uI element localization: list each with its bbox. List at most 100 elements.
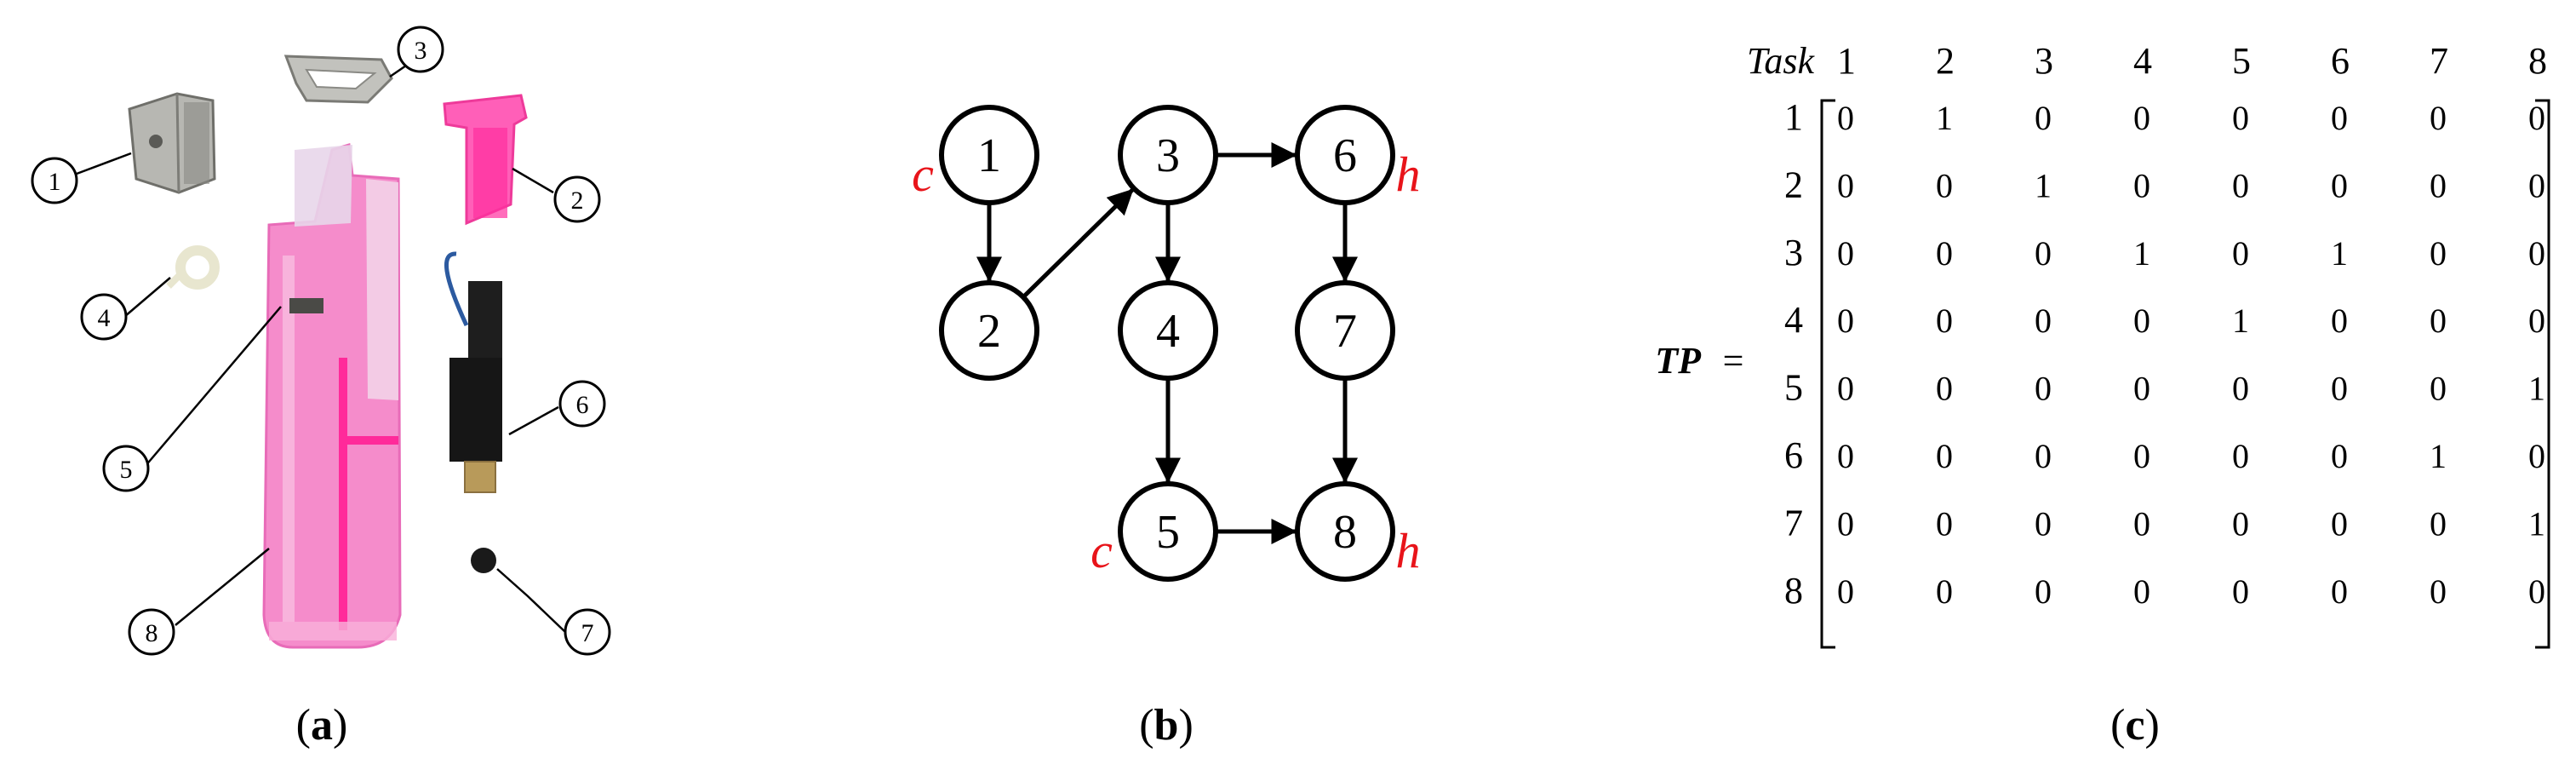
callout-5: 5 xyxy=(102,445,150,492)
matrix-cell-r8-c3: 0 xyxy=(2035,572,2052,611)
matrix-cell-r7-c7: 0 xyxy=(2430,504,2447,543)
node-5: 5 xyxy=(1118,481,1218,582)
row-header-2: 2 xyxy=(1784,164,1803,205)
matrix-cell-r3-c6: 1 xyxy=(2331,234,2348,273)
matrix-cell-r1-c1: 0 xyxy=(1837,99,1854,137)
matrix-cell-r5-c1: 0 xyxy=(1837,370,1854,408)
node-mark-5: c xyxy=(1091,523,1113,578)
part-wind-guard-image xyxy=(128,92,216,194)
matrix-cell-r6-c4: 0 xyxy=(2133,437,2150,475)
matrix-cell-r5-c6: 0 xyxy=(2331,370,2348,408)
matrix-cell-r3-c1: 0 xyxy=(1837,234,1854,273)
callout-label: 5 xyxy=(120,456,133,484)
part-ring-washer-image xyxy=(166,245,220,290)
edge-2-3 xyxy=(1022,187,1135,299)
column-header-6: 6 xyxy=(2331,40,2350,82)
node-label: 2 xyxy=(977,305,1001,358)
matrix-cell-r4-c7: 0 xyxy=(2430,302,2447,340)
callout-label: 2 xyxy=(571,187,584,215)
column-header-3: 3 xyxy=(2035,40,2053,82)
matrix-cell-r2-c7: 0 xyxy=(2430,166,2447,204)
matrix-left-bracket xyxy=(1820,99,1835,649)
callout-8: 8 xyxy=(128,608,175,656)
matrix-cell-r3-c8: 0 xyxy=(2528,234,2545,273)
matrix-cell-r5-c4: 0 xyxy=(2133,370,2150,408)
node-label: 3 xyxy=(1156,129,1180,182)
matrix-cell-r1-c5: 0 xyxy=(2232,99,2249,137)
matrix-name: TP xyxy=(1655,340,1702,382)
matrix-equals: = xyxy=(1723,340,1744,382)
callout-label: 6 xyxy=(576,391,589,419)
matrix-cell-r7-c8: 1 xyxy=(2528,504,2545,543)
node-4: 4 xyxy=(1118,280,1218,381)
callout-leaders xyxy=(76,53,566,633)
matrix-cell-r5-c3: 0 xyxy=(2035,370,2052,408)
matrix-cell-r2-c5: 0 xyxy=(2232,166,2249,204)
node-1: 1 xyxy=(939,105,1039,205)
node-label: 5 xyxy=(1156,506,1180,559)
matrix-cell-r4-c5: 1 xyxy=(2232,302,2249,340)
callout-2: 2 xyxy=(553,175,601,223)
matrix-cell-r4-c3: 0 xyxy=(2035,302,2052,340)
matrix-cell-r7-c2: 0 xyxy=(1936,504,1953,543)
row-header-5: 5 xyxy=(1784,367,1803,409)
matrix-cell-r2-c4: 0 xyxy=(2133,166,2150,204)
node-6: 6 xyxy=(1295,105,1395,205)
matrix-cell-r4-c1: 0 xyxy=(1837,302,1854,340)
matrix-cell-r8-c4: 0 xyxy=(2133,572,2150,611)
matrix-cell-r4-c2: 0 xyxy=(1936,302,1953,340)
part-flint-image xyxy=(471,548,496,573)
row-header-4: 4 xyxy=(1784,299,1803,341)
matrix-cell-r1-c7: 0 xyxy=(2430,99,2447,137)
matrix-cell-r8-c2: 0 xyxy=(1936,572,1953,611)
matrix-cell-r7-c1: 0 xyxy=(1837,504,1854,543)
matrix-cell-r1-c8: 0 xyxy=(2528,99,2545,137)
row-header-7: 7 xyxy=(1784,502,1803,543)
matrix-cell-r8-c5: 0 xyxy=(2232,572,2249,611)
matrix-cell-r2-c2: 0 xyxy=(1936,166,1953,204)
matrix-cell-r4-c4: 0 xyxy=(2133,302,2150,340)
matrix-cell-r6-c3: 0 xyxy=(2035,437,2052,475)
node-mark-1: c xyxy=(912,146,934,202)
matrix-cell-r5-c7: 0 xyxy=(2430,370,2447,408)
matrix-cell-r5-c8: 1 xyxy=(2528,370,2545,408)
part-pink-button-image xyxy=(443,94,528,226)
node-mark-8: h xyxy=(1396,523,1421,578)
node-8: 8 xyxy=(1295,481,1395,582)
matrix-cell-r7-c3: 0 xyxy=(2035,504,2052,543)
node-label: 6 xyxy=(1333,129,1357,182)
part-spring-clip-image xyxy=(283,55,393,104)
matrix-cell-r6-c8: 0 xyxy=(2528,437,2545,475)
matrix-cell-r6-c2: 0 xyxy=(1936,437,1953,475)
matrix-cell-r2-c3: 1 xyxy=(2035,166,2052,204)
part-lighter-body-image xyxy=(262,143,402,649)
callout-label: 3 xyxy=(415,37,427,65)
row-header-6: 6 xyxy=(1784,434,1803,476)
matrix-cells: 0 1 0 0 0 0 0 0 0 0 1 0 0 0 0 0 0 0 0 1 0 1 0 0 0 0 0 0 1 0 0 0 0 0 0 0 0 0 0 1… xyxy=(1837,99,2545,611)
matrix-cell-r8-c7: 0 xyxy=(2430,572,2447,611)
node-label: 7 xyxy=(1333,305,1357,358)
callout-label: 7 xyxy=(581,619,594,647)
matrix-cell-r5-c5: 0 xyxy=(2232,370,2249,408)
row-header-8: 8 xyxy=(1784,570,1803,612)
node-label: 1 xyxy=(977,129,1001,182)
column-header-2: 2 xyxy=(1936,40,1955,82)
node-7: 7 xyxy=(1295,280,1395,381)
matrix-cell-r3-c4: 1 xyxy=(2133,234,2150,273)
matrix-cell-r6-c5: 0 xyxy=(2232,437,2249,475)
matrix-cell-r4-c6: 0 xyxy=(2331,302,2348,340)
matrix-cell-r8-c6: 0 xyxy=(2331,572,2348,611)
node-label: 4 xyxy=(1156,305,1180,358)
matrix-right-bracket xyxy=(2535,99,2550,649)
matrix-cell-r6-c7: 1 xyxy=(2430,437,2447,475)
matrix-cell-r8-c8: 0 xyxy=(2528,572,2545,611)
callout-7: 7 xyxy=(564,608,611,656)
callout-1: 1 xyxy=(31,157,78,204)
